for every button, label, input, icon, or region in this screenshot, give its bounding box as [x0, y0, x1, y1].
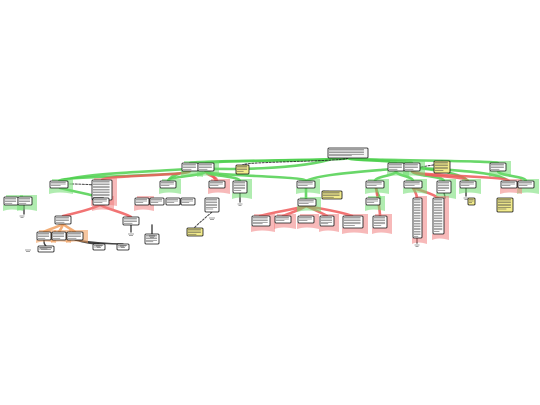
node-a8 — [403, 180, 423, 189]
support-band-b10 — [365, 205, 385, 211]
node-b8 — [204, 197, 220, 213]
support-band-b18 — [372, 228, 392, 234]
node-b16 — [319, 215, 335, 227]
support-band-a7 — [365, 188, 389, 194]
node-b3 — [92, 197, 110, 206]
support-band-b4 — [134, 205, 154, 211]
support-band-a1 — [49, 188, 73, 194]
support-band-r5 — [489, 171, 511, 177]
support-band-b16 — [319, 226, 339, 232]
node-b15 — [297, 215, 315, 224]
support-band-b11 — [412, 238, 427, 244]
support-band-b2 — [17, 205, 37, 211]
support-band-b9 — [297, 206, 321, 212]
node-a12 — [517, 180, 535, 189]
node-b4 — [134, 197, 150, 206]
support-band-b14 — [274, 223, 296, 229]
node-b14 — [274, 215, 292, 224]
edge-root-r5 — [346, 156, 500, 165]
support-band-a10 — [459, 188, 481, 194]
support-band-a11 — [500, 188, 522, 194]
node-b13 — [251, 215, 271, 227]
support-band-a12 — [517, 188, 539, 194]
node-c5 — [144, 233, 160, 245]
support-band-b13 — [251, 226, 275, 232]
node-root — [327, 147, 369, 159]
node-a10 — [459, 180, 477, 189]
support-band-b3 — [92, 205, 114, 211]
node-a1 — [49, 180, 69, 189]
support-band-b12 — [432, 234, 449, 240]
support-band-r4 — [403, 171, 425, 177]
node-a7 — [365, 180, 385, 189]
node-b5 — [149, 197, 165, 206]
support-band-r2 — [197, 171, 219, 177]
node-a4 — [208, 180, 226, 189]
support-band-a8 — [403, 188, 427, 194]
support-band-a6 — [296, 188, 320, 194]
node-a3 — [159, 180, 177, 189]
connector-33 — [193, 211, 213, 229]
node-b10 — [365, 197, 381, 206]
support-band-c3 — [66, 240, 88, 243]
node-b6 — [165, 197, 181, 206]
node-a11 — [500, 180, 518, 189]
node-b7 — [180, 197, 196, 206]
support-band-b17 — [342, 228, 368, 234]
node-a6 — [296, 180, 316, 189]
node-b12 — [432, 197, 445, 235]
node-b9 — [297, 198, 317, 207]
node-layer — [3, 147, 535, 253]
support-band-a3 — [159, 188, 181, 194]
support-band-a5 — [232, 193, 252, 199]
node-n6 — [467, 197, 476, 206]
support-band-layer — [3, 161, 539, 244]
support-band-a4 — [208, 188, 230, 194]
support-band-b15 — [297, 223, 319, 229]
edge-root-n1 — [242, 157, 349, 166]
node-n4 — [496, 197, 514, 213]
